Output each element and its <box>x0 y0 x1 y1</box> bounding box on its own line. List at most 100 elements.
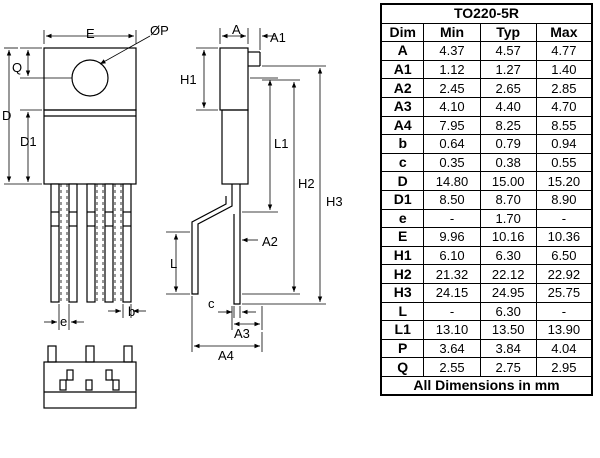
max-cell: 4.77 <box>535 41 593 61</box>
package-outline-drawing: E ØP Q D D1 e b <box>2 22 343 409</box>
dim-cell: A2 <box>380 78 425 98</box>
label-Q: Q <box>12 60 22 75</box>
typ-cell: 6.30 <box>479 301 537 322</box>
max-cell: 1.40 <box>535 59 593 80</box>
dim-cell: E <box>380 227 425 247</box>
max-cell: 22.92 <box>535 264 593 284</box>
label-A: A <box>232 22 241 37</box>
typ-cell: 22.12 <box>479 264 537 284</box>
typ-cell: 1.70 <box>479 208 537 229</box>
typ-cell: 4.40 <box>479 96 537 117</box>
table-header-row: Dim Min Typ Max <box>380 22 593 43</box>
front-body <box>43 109 137 185</box>
side-view <box>191 47 261 305</box>
max-cell: 4.70 <box>535 96 593 117</box>
dim-cell: P <box>380 338 425 359</box>
typ-cell: 13.50 <box>479 320 537 340</box>
min-cell: - <box>423 301 481 322</box>
dim-cell: A4 <box>380 115 425 136</box>
dim-cell: e <box>380 208 425 229</box>
table-row: e-1.70- <box>380 208 593 229</box>
min-cell: 24.15 <box>423 282 481 303</box>
min-cell: 13.10 <box>423 320 481 340</box>
label-H3: H3 <box>326 194 343 209</box>
typ-cell: 0.38 <box>479 152 537 173</box>
typ-cell: 15.00 <box>479 171 537 191</box>
bottom-body <box>43 361 137 409</box>
dim-cell: b <box>380 134 425 154</box>
min-cell: 2.55 <box>423 357 481 377</box>
typ-cell: 10.16 <box>479 227 537 247</box>
table-footer: All Dimensions in mm <box>380 375 593 396</box>
typ-cell: 6.30 <box>479 245 537 266</box>
max-cell: 0.94 <box>535 134 593 154</box>
label-c: c <box>208 296 215 311</box>
front-leads <box>50 183 132 303</box>
max-cell: 8.55 <box>535 115 593 136</box>
label-D1: D1 <box>20 134 37 149</box>
label-E: E <box>86 26 95 41</box>
dim-cell: D1 <box>380 189 425 210</box>
dim-cell: A <box>380 41 425 61</box>
table-title: TO220-5R <box>380 3 593 24</box>
typ-cell: 3.84 <box>479 338 537 359</box>
header-min: Min <box>423 22 481 43</box>
label-A3: A3 <box>234 326 250 341</box>
dim-cell: L1 <box>380 320 425 340</box>
typ-cell: 1.27 <box>479 59 537 80</box>
max-cell: - <box>535 208 593 229</box>
label-L1: L1 <box>274 136 288 151</box>
max-cell: 13.90 <box>535 320 593 340</box>
min-cell: 2.45 <box>423 78 481 98</box>
min-cell: 9.96 <box>423 227 481 247</box>
max-cell: 2.85 <box>535 78 593 98</box>
max-cell: 4.04 <box>535 338 593 359</box>
max-cell: 6.50 <box>535 245 593 266</box>
label-D: D <box>2 108 11 123</box>
min-cell: 4.10 <box>423 96 481 117</box>
typ-cell: 4.57 <box>479 41 537 61</box>
max-cell: 0.55 <box>535 152 593 173</box>
min-cell: 1.12 <box>423 59 481 80</box>
max-cell: 2.95 <box>535 357 593 377</box>
min-cell: 14.80 <box>423 171 481 191</box>
min-cell: 21.32 <box>423 264 481 284</box>
label-A4: A4 <box>218 348 234 363</box>
typ-cell: 8.25 <box>479 115 537 136</box>
dim-cell: A1 <box>380 59 425 80</box>
label-A1: A1 <box>270 30 286 45</box>
dim-cell: H1 <box>380 245 425 266</box>
dim-cell: H2 <box>380 264 425 284</box>
typ-cell: 24.95 <box>479 282 537 303</box>
label-A2: A2 <box>262 234 278 249</box>
min-cell: 8.50 <box>423 189 481 210</box>
dim-cell: A3 <box>380 96 425 117</box>
label-H1: H1 <box>180 72 197 87</box>
max-cell: 8.90 <box>535 189 593 210</box>
min-cell: 0.35 <box>423 152 481 173</box>
front-tab <box>43 47 137 111</box>
typ-cell: 8.70 <box>479 189 537 210</box>
min-cell: - <box>423 208 481 229</box>
min-cell: 4.37 <box>423 41 481 61</box>
dim-cell: Q <box>380 357 425 377</box>
min-cell: 6.10 <box>423 245 481 266</box>
header-max: Max <box>535 22 593 43</box>
max-cell: 10.36 <box>535 227 593 247</box>
max-cell: 25.75 <box>535 282 593 303</box>
min-cell: 3.64 <box>423 338 481 359</box>
